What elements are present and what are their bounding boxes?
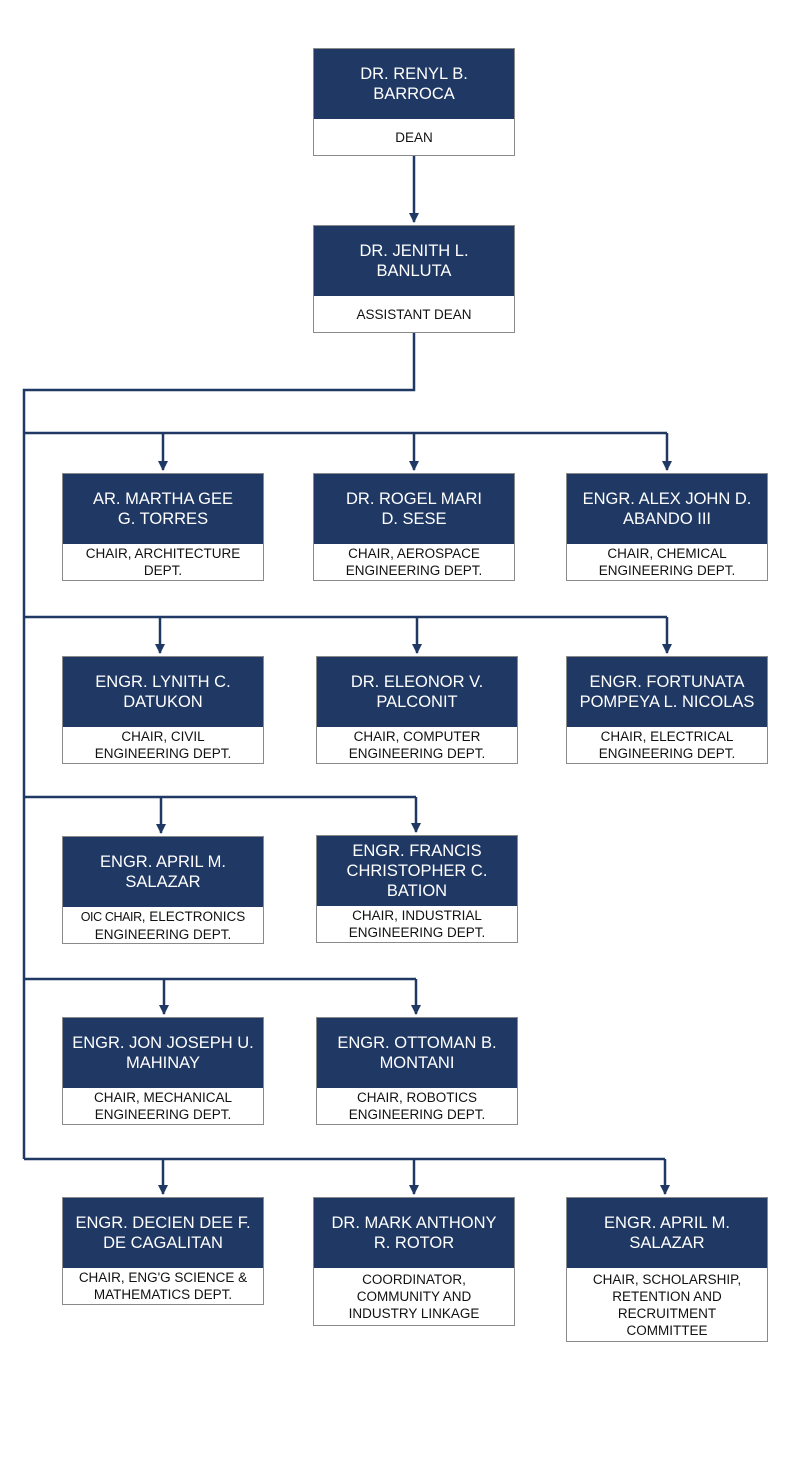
node-linkage-role: COORDINATOR, COMMUNITY AND INDUSTRY LINK… bbox=[348, 1272, 480, 1321]
node-linkage-name: DR. MARK ANTHONY R. ROTOR bbox=[314, 1198, 514, 1268]
node-civil: ENGR. LYNITH C. DATUKON CHAIR, CIVIL ENG… bbox=[62, 656, 264, 764]
node-assistant-dean-name: DR. JENITH L. BANLUTA bbox=[314, 226, 514, 296]
node-assistant-dean: DR. JENITH L. BANLUTA ASSISTANT DEAN bbox=[313, 225, 515, 333]
node-mechanical-role: CHAIR, MECHANICAL ENGINEERING DEPT. bbox=[93, 1090, 233, 1122]
node-science-math-name: ENGR. DECIEN DEE F. DE CAGALITAN bbox=[63, 1198, 263, 1268]
node-robotics-name: ENGR. OTTOMAN B. MONTANI bbox=[317, 1018, 517, 1088]
node-electronics-name: ENGR. APRIL M. SALAZAR bbox=[63, 837, 263, 907]
node-architecture: AR. MARTHA GEE G. TORRES CHAIR, ARCHITEC… bbox=[62, 473, 264, 581]
node-electrical-name: ENGR. FORTUNATA POMPEYA L. NICOLAS bbox=[567, 657, 767, 727]
node-civil-name: ENGR. LYNITH C. DATUKON bbox=[63, 657, 263, 727]
node-mechanical-name: ENGR. JON JOSEPH U. MAHINAY bbox=[63, 1018, 263, 1088]
node-civil-role: CHAIR, CIVIL ENGINEERING DEPT. bbox=[94, 729, 232, 761]
node-computer-name: DR. ELEONOR V. PALCONIT bbox=[317, 657, 517, 727]
node-industrial-name: ENGR. FRANCIS CHRISTOPHER C. BATION bbox=[317, 836, 517, 906]
node-scholarship: ENGR. APRIL M. SALAZAR CHAIR, SCHOLARSHI… bbox=[566, 1197, 768, 1342]
node-dean: DR. RENYL B. BARROCA DEAN bbox=[313, 48, 515, 156]
node-robotics-role: CHAIR, ROBOTICS ENGINEERING DEPT. bbox=[348, 1090, 486, 1122]
node-architecture-name: AR. MARTHA GEE G. TORRES bbox=[63, 474, 263, 544]
node-electrical-role: CHAIR, ELECTRICAL ENGINEERING DEPT. bbox=[598, 729, 736, 761]
node-industrial-role: CHAIR, INDUSTRIAL ENGINEERING DEPT. bbox=[348, 908, 486, 940]
node-aerospace-role: CHAIR, AEROSPACE ENGINEERING DEPT. bbox=[345, 546, 483, 578]
node-dean-name: DR. RENYL B. BARROCA bbox=[314, 49, 514, 119]
node-electrical: ENGR. FORTUNATA POMPEYA L. NICOLAS CHAIR… bbox=[566, 656, 768, 764]
node-chemical-role: CHAIR, CHEMICAL ENGINEERING DEPT. bbox=[598, 546, 736, 578]
node-linkage: DR. MARK ANTHONY R. ROTOR COORDINATOR, C… bbox=[313, 1197, 515, 1326]
node-mechanical: ENGR. JON JOSEPH U. MAHINAY CHAIR, MECHA… bbox=[62, 1017, 264, 1125]
node-electronics: ENGR. APRIL M. SALAZAR OIC CHAIR, ELECTR… bbox=[62, 836, 264, 944]
node-computer: DR. ELEONOR V. PALCONIT CHAIR, COMPUTER … bbox=[316, 656, 518, 764]
node-science-math-role: CHAIR, ENG'G SCIENCE & MATHEMATICS DEPT. bbox=[78, 1270, 248, 1302]
node-computer-role: CHAIR, COMPUTER ENGINEERING DEPT. bbox=[348, 729, 486, 761]
node-aerospace-name: DR. ROGEL MARI D. SESE bbox=[314, 474, 514, 544]
node-electronics-role-prefix: OIC CHAIR bbox=[80, 909, 142, 924]
node-architecture-role: CHAIR, ARCHITECTURE DEPT. bbox=[85, 546, 241, 578]
node-assistant-dean-role: ASSISTANT DEAN bbox=[356, 306, 472, 322]
node-electronics-role: OIC CHAIR, ELECTRONICS ENGINEERING DEPT. bbox=[63, 907, 263, 943]
node-chemical: ENGR. ALEX JOHN D. ABANDO III CHAIR, CHE… bbox=[566, 473, 768, 581]
connector-assistant-to-bus bbox=[22, 333, 416, 1159]
node-electronics-role-rest: , ELECTRONICS ENGINEERING DEPT. bbox=[94, 908, 246, 942]
node-scholarship-role: CHAIR, SCHOLARSHIP, RETENTION AND RECRUI… bbox=[592, 1271, 742, 1338]
node-dean-role: DEAN bbox=[395, 129, 433, 145]
node-robotics: ENGR. OTTOMAN B. MONTANI CHAIR, ROBOTICS… bbox=[316, 1017, 518, 1125]
node-industrial: ENGR. FRANCIS CHRISTOPHER C. BATION CHAI… bbox=[316, 835, 518, 943]
node-electronics-role-text: OIC CHAIR, ELECTRONICS ENGINEERING DEPT. bbox=[81, 908, 246, 943]
node-aerospace: DR. ROGEL MARI D. SESE CHAIR, AEROSPACE … bbox=[313, 473, 515, 581]
node-chemical-name: ENGR. ALEX JOHN D. ABANDO III bbox=[567, 474, 767, 544]
node-science-math: ENGR. DECIEN DEE F. DE CAGALITAN CHAIR, … bbox=[62, 1197, 264, 1305]
node-scholarship-name: ENGR. APRIL M. SALAZAR bbox=[567, 1198, 767, 1268]
